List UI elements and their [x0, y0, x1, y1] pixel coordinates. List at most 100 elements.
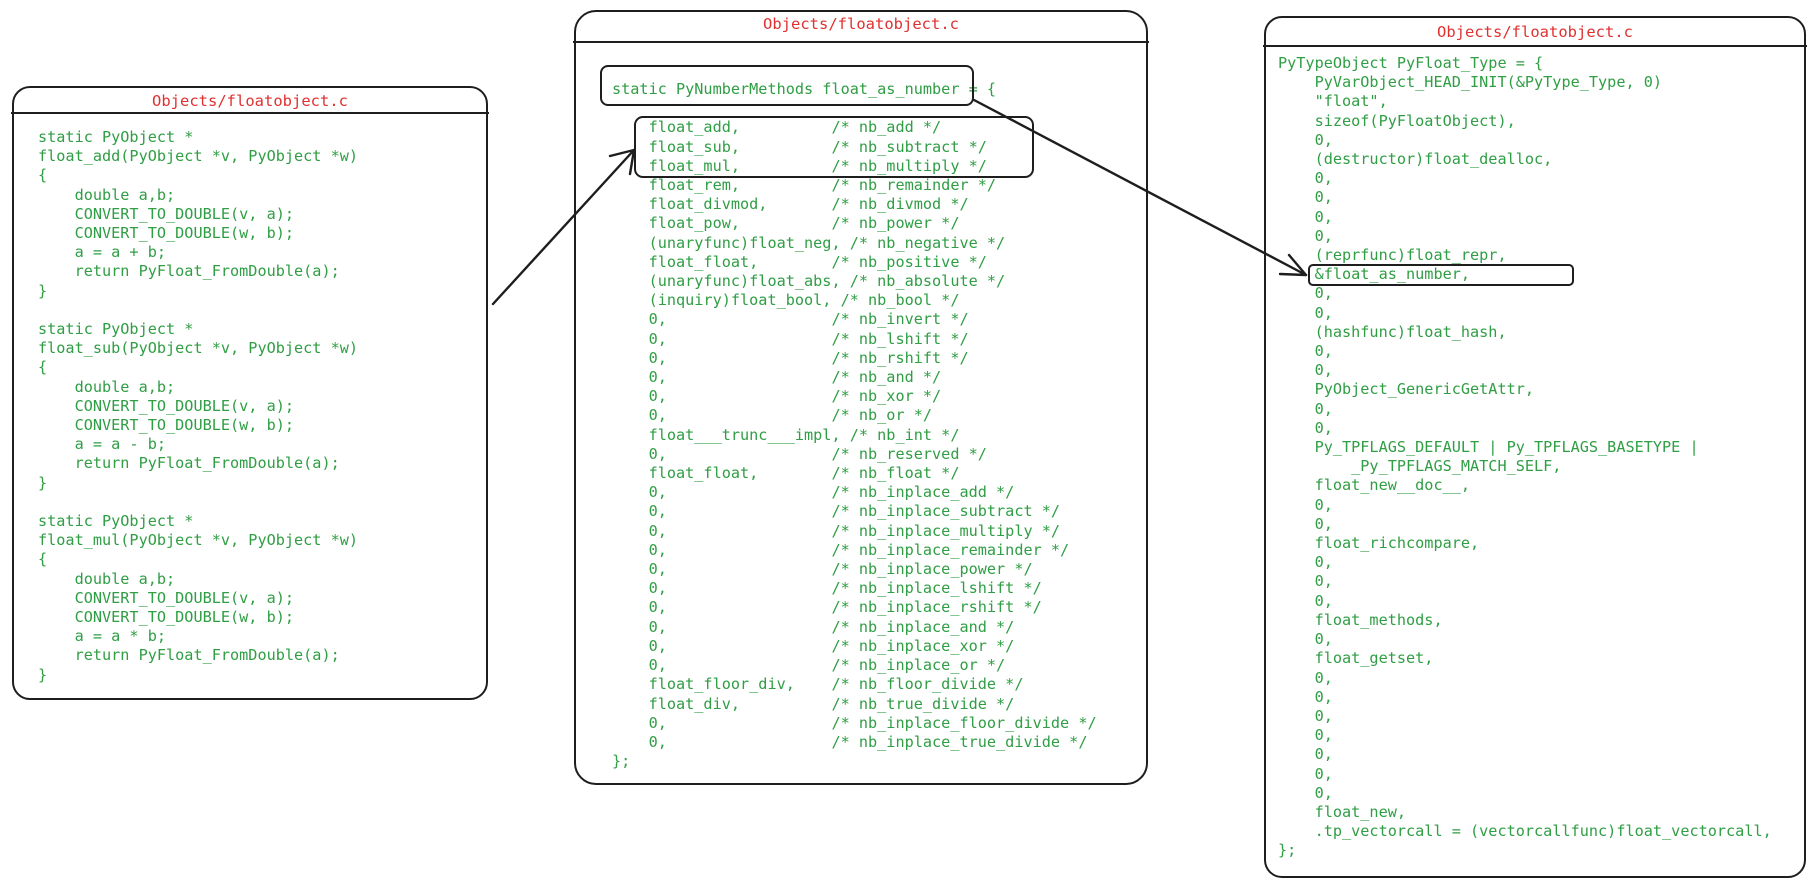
code-line: 0, [1278, 342, 1333, 361]
code-line: float_mul, /* nb_multiply */ [612, 156, 987, 175]
code-line: static PyObject * [38, 512, 194, 531]
code-line: sizeof(PyFloatObject), [1278, 111, 1516, 130]
code-line: double a,b; [38, 569, 176, 588]
code-line: 0, /* nb_inplace_floor_divide */ [612, 713, 1097, 732]
code-line: { [38, 358, 48, 377]
code-line: }; [612, 752, 631, 771]
code-line: { [38, 166, 48, 185]
code-line: "float", [1278, 92, 1388, 111]
code-line: 0, [1278, 418, 1333, 437]
code-line: a = a - b; [38, 435, 167, 454]
code-line: CONVERT_TO_DOUBLE(v, a); [38, 588, 295, 607]
code-line: 0, /* nb_inplace_remainder */ [612, 540, 1070, 559]
right-panel-title-divider [1263, 45, 1807, 47]
left-panel-title-divider [11, 112, 489, 114]
code-line: 0, /* nb_inplace_add */ [612, 483, 1015, 502]
arrow-left-to-middle [491, 148, 636, 306]
code-line: 0, [1278, 284, 1333, 303]
code-line: 0, [1278, 630, 1333, 649]
code-line: 0, /* nb_inplace_lshift */ [612, 579, 1042, 598]
code-line: return PyFloat_FromDouble(a); [38, 646, 340, 665]
code-line: 0, /* nb_inplace_rshift */ [612, 598, 1042, 617]
code-line: PyTypeObject PyFloat_Type = { [1278, 54, 1544, 72]
code-line: 0, /* nb_inplace_true_divide */ [612, 732, 1088, 751]
left-panel-title: Objects/floatobject.c [152, 92, 348, 110]
right-panel-title: Objects/floatobject.c [1437, 23, 1633, 41]
code-line: Py_TPFLAGS_DEFAULT | Py_TPFLAGS_BASETYPE… [1278, 438, 1699, 457]
code-line: 0, [1278, 361, 1333, 380]
left-code-panel: Objects/floatobject.c static PyObject * … [11, 86, 489, 700]
code-line: 0, [1278, 553, 1333, 572]
code-line: }; [1278, 841, 1297, 860]
code-line: PyObject_GenericGetAttr, [1278, 380, 1535, 399]
code-line: static PyObject * [38, 128, 194, 146]
code-line: 0, /* nb_inplace_multiply */ [612, 521, 1061, 540]
code-line: 0, [1278, 572, 1333, 591]
code-line: float_new__doc__, [1278, 476, 1471, 495]
code-line: } [38, 473, 48, 492]
code-line: 0, [1278, 687, 1333, 706]
code-line: 0, [1278, 303, 1333, 322]
code-line: 0, /* nb_inplace_or */ [612, 656, 1006, 675]
code-line: return PyFloat_FromDouble(a); [38, 454, 340, 473]
code-line: float_float, /* nb_positive */ [612, 252, 987, 271]
code-line: float_add, /* nb_add */ [612, 118, 942, 137]
code-line: 0, [1278, 207, 1333, 226]
code-line: 0, /* nb_lshift */ [612, 329, 969, 348]
code-line: CONVERT_TO_DOUBLE(v, a); [38, 396, 295, 415]
code-line: (hashfunc)float_hash, [1278, 322, 1507, 341]
middle-panel-title: Objects/floatobject.c [763, 15, 959, 33]
code-line: float_sub, /* nb_subtract */ [612, 137, 987, 156]
code-line: float_add(PyObject *v, PyObject *w) [38, 147, 359, 166]
code-line: double a,b; [38, 377, 176, 396]
nb-methods-highlight [634, 116, 1034, 178]
code-line: 0, [1278, 745, 1333, 764]
middle-code-panel: Objects/floatobject.c static PyNumberMet… [573, 10, 1149, 785]
code-line: 0, /* nb_or */ [612, 406, 933, 425]
code-line: 0, [1278, 188, 1333, 207]
code-line: (destructor)float_dealloc, [1278, 150, 1553, 169]
code-line: float_new, [1278, 802, 1407, 821]
code-line: 0, /* nb_inplace_and */ [612, 617, 1015, 636]
code-line: 0, [1278, 169, 1333, 188]
code-line: { [38, 550, 48, 569]
code-line: return PyFloat_FromDouble(a); [38, 262, 340, 281]
code-line: .tp_vectorcall = (vectorcallfunc)float_v… [1278, 822, 1772, 841]
code-line: PyVarObject_HEAD_INIT(&PyType_Type, 0) [1278, 73, 1663, 92]
code-line: 0, [1278, 726, 1333, 745]
arrow-middle-to-right [972, 98, 1308, 277]
code-line: float_divmod, /* nb_divmod */ [612, 195, 969, 214]
code-line: } [38, 281, 48, 300]
code-line: float_rem, /* nb_remainder */ [612, 176, 997, 195]
code-line: 0, [1278, 495, 1333, 514]
code-line: 0, [1278, 706, 1333, 725]
arrow-middle-to-right-head [1278, 253, 1308, 277]
right-panel-code: PyTypeObject PyFloat_Type = { PyVarObjec… [1278, 54, 1772, 861]
code-line: 0, [1278, 764, 1333, 783]
code-line: 0, [1278, 399, 1333, 418]
code-line: 0, /* nb_invert */ [612, 310, 969, 329]
code-line: float_div, /* nb_true_divide */ [612, 694, 1015, 713]
code-line: } [38, 665, 48, 684]
code-line: CONVERT_TO_DOUBLE(w, b); [38, 608, 295, 627]
code-line: 0, [1278, 783, 1333, 802]
code-line: float_richcompare, [1278, 534, 1480, 553]
code-line: float_sub(PyObject *v, PyObject *w) [38, 339, 359, 358]
code-line: CONVERT_TO_DOUBLE(v, a); [38, 204, 295, 223]
code-line: (inquiry)float_bool, /* nb_bool */ [612, 291, 960, 310]
code-line: float_methods, [1278, 610, 1443, 629]
float-as-number-highlight [600, 65, 974, 106]
left-panel-code: static PyObject * float_add(PyObject *v,… [38, 128, 358, 685]
code-line: _Py_TPFLAGS_MATCH_SELF, [1278, 457, 1562, 476]
tp-as-number-highlight [1308, 264, 1574, 286]
code-line: CONVERT_TO_DOUBLE(w, b); [38, 224, 295, 243]
code-line: 0, /* nb_inplace_power */ [612, 560, 1033, 579]
right-code-panel: Objects/floatobject.c PyTypeObject PyFlo… [1263, 16, 1807, 878]
code-line: static PyObject * [38, 320, 194, 339]
code-line: 0, /* nb_inplace_subtract */ [612, 502, 1061, 521]
arrow-left-to-middle-head [608, 148, 636, 176]
code-line: double a,b; [38, 185, 176, 204]
code-line: 0, /* nb_rshift */ [612, 348, 969, 367]
code-line: 0, /* nb_xor */ [612, 387, 942, 406]
